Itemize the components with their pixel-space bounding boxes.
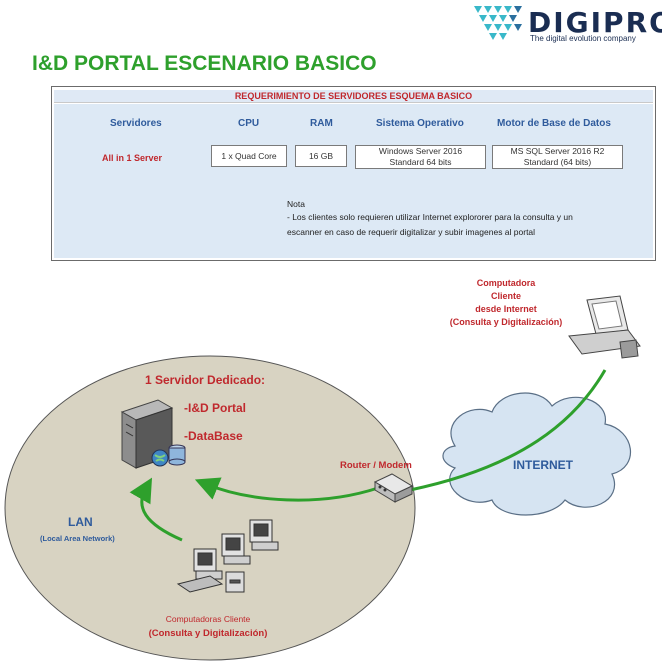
- note-line-1: - Los clientes solo requieren utilizar I…: [287, 212, 573, 222]
- cell-db-line1: MS SQL Server 2016 R2: [510, 146, 605, 156]
- router-to-server-arrow: [194, 477, 379, 502]
- local-clients-line2: (Consulta y Digitalización): [149, 628, 268, 639]
- lan-ellipse: [4, 355, 416, 661]
- note-line-2: escanner en caso de requerir digitalizar…: [287, 227, 536, 237]
- remote-client-line2: Cliente: [491, 291, 521, 301]
- col-header-servidores: Servidores: [110, 118, 162, 129]
- internet-label: INTERNET: [513, 458, 574, 472]
- note-title: Nota: [287, 199, 305, 209]
- logo-tagline: The digital evolution company: [530, 34, 636, 43]
- col-header-ram: RAM: [310, 118, 333, 129]
- router-label: Router / Modem: [340, 460, 412, 471]
- lan-label: LAN: [68, 515, 93, 529]
- cell-db-line2: Standard (64 bits): [523, 157, 592, 167]
- lan-to-server-arrow: [129, 477, 183, 542]
- network-diagram: Computadora Cliente desde Internet (Cons…: [4, 278, 641, 661]
- server-item-portal: -I&D Portal: [184, 401, 246, 415]
- col-header-motor-bd: Motor de Base de Datos: [497, 118, 611, 129]
- cell-os: Windows Server 2016 Standard 64 bits: [355, 145, 486, 169]
- laptop-icon: [568, 295, 641, 359]
- requirements-body: [54, 104, 653, 258]
- server-item-database: -DataBase: [184, 429, 243, 443]
- cell-ram: 16 GB: [295, 145, 347, 167]
- router-icon: [373, 473, 414, 503]
- remote-client-line1: Computadora: [477, 278, 536, 288]
- requirements-header: REQUERIMIENTO DE SERVIDORES ESQUEMA BASI…: [54, 90, 653, 103]
- server-icon: [120, 399, 186, 469]
- col-header-cpu: CPU: [238, 118, 260, 129]
- remote-client-line3: desde Internet: [475, 304, 537, 314]
- client-computers-icon: [176, 519, 279, 593]
- cell-os-line1: Windows Server 2016: [378, 146, 463, 156]
- digipro-logo: [470, 2, 660, 46]
- internet-link-line: [409, 369, 607, 492]
- local-clients-line1: Computadoras Cliente: [166, 614, 251, 624]
- lan-sub-label: (Local Area Network): [40, 534, 115, 543]
- logo-triangles-icon: [474, 6, 522, 40]
- cell-cpu: 1 x Quad Core: [211, 145, 287, 167]
- col-header-sistema-operativo: Sistema Operativo: [376, 118, 464, 129]
- server-title: 1 Servidor Dedicado:: [145, 373, 265, 387]
- cell-db: MS SQL Server 2016 R2 Standard (64 bits): [492, 145, 623, 169]
- row-label-server: All in 1 Server: [102, 153, 163, 163]
- page-title: I&D PORTAL ESCENARIO BASICO: [32, 52, 377, 75]
- cell-os-line2: Standard 64 bits: [389, 157, 452, 167]
- internet-cloud-icon: [442, 392, 631, 516]
- remote-client-line4: (Consulta y Digitalización): [450, 317, 563, 327]
- logo-brand: DIGIPRO: [528, 6, 662, 39]
